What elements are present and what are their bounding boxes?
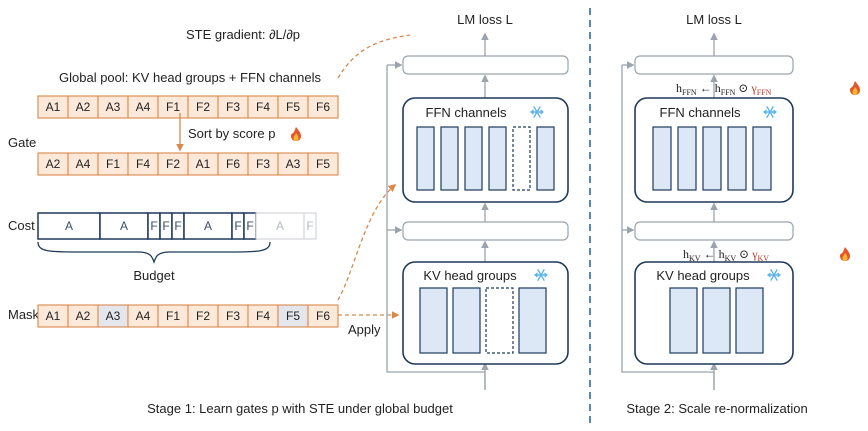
pool-cell-label: F5 (286, 100, 300, 114)
pool-cell-label: F6 (316, 100, 330, 114)
ffn-title-2: FFN channels (660, 105, 741, 120)
mask-cell-label: A4 (136, 309, 151, 323)
mask-cell-label: F1 (166, 309, 180, 323)
gate-cell-label: F4 (136, 157, 150, 171)
lm-loss-label-1: LM loss L (457, 12, 513, 27)
ffn-channel-bar (536, 126, 555, 191)
cost-cell (303, 212, 317, 240)
cost-cell-label: F (306, 219, 313, 233)
gate-label: Gate (8, 135, 36, 150)
pool-cell-label: A4 (136, 100, 151, 114)
mask-cell-label: F5 (286, 309, 300, 323)
gate-row: A2 A4 F1 F4 F2 A1 F6 F3 A3 F5 (37, 152, 339, 176)
gate-cell (307, 152, 339, 176)
budget-brace (37, 241, 271, 265)
stage2-caption: Stage 2: Scale re-normalization (626, 401, 807, 416)
gate-cell-label: A2 (46, 157, 61, 171)
flame-icon (291, 127, 301, 141)
cost-cell (183, 212, 233, 240)
cost-cell (37, 212, 101, 240)
gate-cell-label: A4 (76, 157, 91, 171)
mask-cell-label: F6 (316, 309, 330, 323)
pool-row: A1 A2 A3 A4 F1 F2 F3 F4 F5 F6 (37, 95, 339, 119)
cost-cell-label: F (174, 219, 181, 233)
ffn-channel-bar (677, 126, 697, 191)
kv-head-bar (419, 287, 448, 354)
gate-cell-label: F6 (226, 157, 240, 171)
pool-cell-label: A2 (76, 100, 91, 114)
pool-cell-label: F3 (226, 100, 240, 114)
kv-head-bar (735, 287, 764, 354)
gate-cell-label: A1 (196, 157, 211, 171)
ffn-channel-bar (702, 126, 722, 191)
pool-cell-label: F2 (196, 100, 210, 114)
gate-cell-label: F1 (106, 157, 120, 171)
mask-cell-label: A3 (106, 309, 121, 323)
flame-icon (850, 81, 860, 95)
kv-scale-eq: hKV ← hKV ⊙ γKV (683, 247, 769, 263)
mask-cell-label: A1 (46, 309, 61, 323)
gate-cell-label: A3 (286, 157, 301, 171)
stage1-caption: Stage 1: Learn gates p with STE under gl… (147, 401, 453, 416)
lm-loss-label-2: LM loss L (686, 12, 742, 27)
apply-ffn-curve (337, 184, 397, 301)
cost-cell-label: F (162, 219, 169, 233)
cost-cell-label: F (150, 219, 157, 233)
mask-cell-label: F3 (226, 309, 240, 323)
flame-icon (840, 247, 850, 261)
kv-head-bar (485, 287, 514, 354)
ffn-channel-bar (464, 126, 483, 191)
kv-head-bar (452, 287, 481, 354)
ste-gradient-curve (337, 34, 411, 79)
apply-label: Apply (348, 322, 381, 337)
mask-cell-label: F4 (256, 309, 270, 323)
mask-cell-label: A2 (76, 309, 91, 323)
gate-cell-label: F2 (166, 157, 180, 171)
pool-title: Global pool: KV head groups + FFN channe… (59, 70, 321, 85)
kv-head-bar (518, 287, 547, 354)
pool-cell-label: A3 (106, 100, 121, 114)
cost-cell-label: F (234, 219, 241, 233)
ffn-channel-bar (752, 126, 772, 191)
cost-cell-label: A (276, 219, 284, 233)
kv-title-1: KV head groups (423, 268, 517, 283)
kv-head-bar (669, 287, 698, 354)
mask-cell (307, 304, 339, 328)
kv-title-2: KV head groups (656, 268, 750, 283)
pool-cell (307, 95, 339, 119)
pool-cell-label: F4 (256, 100, 270, 114)
pool-cell-label: A1 (46, 100, 61, 114)
stage2-model: LM loss L hFFN ← hFFN ⊙ γFFN FFN channel… (621, 12, 860, 390)
kv-head-bar (702, 287, 731, 354)
ffn-channel-bar (488, 126, 507, 191)
cost-cell-label: A (120, 219, 128, 233)
ffn-channel-bar (416, 126, 435, 191)
cost-cell (255, 212, 305, 240)
stage1-model: LM loss L FFN channels KV head groups (386, 12, 569, 390)
mask-label: Mask (8, 307, 40, 322)
sort-label: Sort by score p (188, 126, 275, 141)
ffn-scale-eq: hFFN ← hFFN ⊙ γFFN (676, 81, 772, 97)
ste-gradient-label: STE gradient: ∂L/∂p (186, 27, 300, 42)
budget-label: Budget (133, 268, 175, 283)
ffn-channel-bar (512, 126, 531, 191)
mask-cell-label: F2 (196, 309, 210, 323)
gate-cell-label: F5 (316, 157, 330, 171)
ffn-channel-bar (652, 126, 672, 191)
gate-cell-label: F3 (256, 157, 270, 171)
cost-cell-label: F (246, 219, 253, 233)
cost-cell-label: A (65, 219, 73, 233)
ffn-title-1: FFN channels (426, 105, 507, 120)
ffn-channel-bar (727, 126, 747, 191)
cost-label: Cost (8, 218, 35, 233)
pool-cell-label: F1 (166, 100, 180, 114)
mask-row: A1 A2 A3 A4 F1 F2 F3 F4 F5 F6 (37, 304, 339, 328)
ffn-channel-bar (440, 126, 459, 191)
cost-cell-label: A (204, 219, 212, 233)
